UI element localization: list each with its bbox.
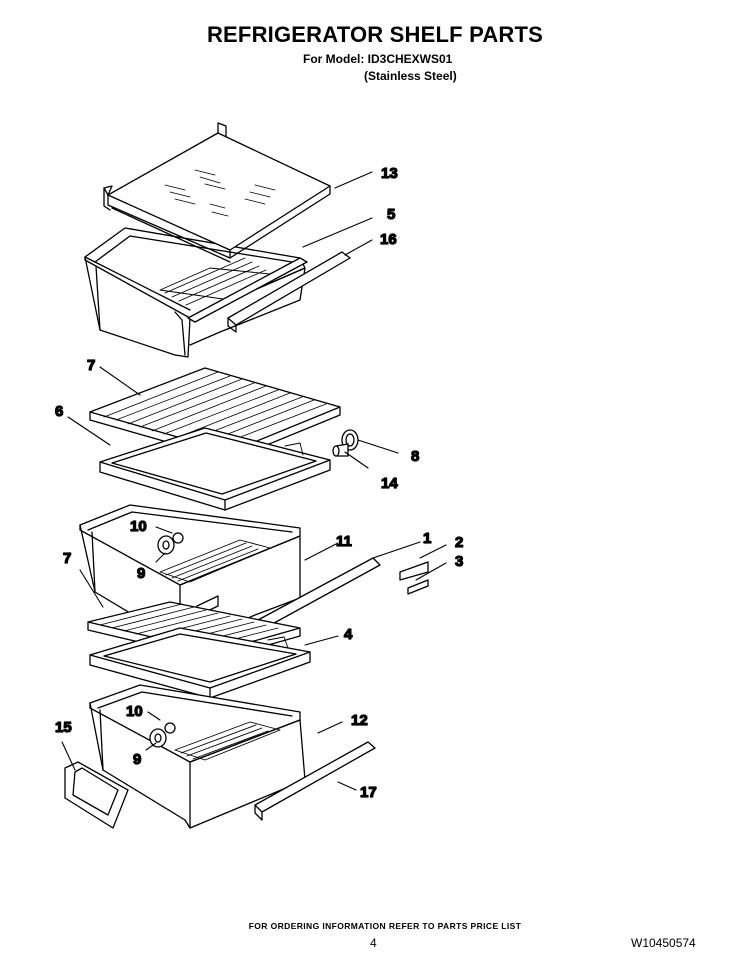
middle-pan-handle — [257, 557, 381, 629]
callout-17: 17 — [360, 784, 377, 801]
crisper-handle — [227, 251, 351, 326]
bottom-pan-handle — [254, 741, 376, 813]
callout-11: 11 — [336, 533, 352, 550]
callout-6: 6 — [55, 403, 63, 420]
callout-13: 13 — [381, 165, 398, 182]
callout-10-lower: 10 — [126, 703, 143, 720]
callout-4: 4 — [344, 626, 353, 643]
trim-strip — [187, 257, 308, 323]
callout-5: 5 — [387, 206, 395, 223]
callout-7-upper: 7 — [87, 357, 95, 374]
callout-12: 12 — [351, 712, 368, 729]
lower-shelf-frame — [89, 627, 311, 699]
callout-14: 14 — [381, 475, 398, 492]
handle-bracket — [399, 561, 429, 595]
label-card — [64, 761, 129, 829]
page-title: REFRIGERATOR SHELF PARTS — [206, 22, 544, 47]
model-variant: (Stainless Steel) — [364, 69, 457, 83]
callout-15: 15 — [55, 719, 72, 736]
model-number: For Model: ID3CHEXWS01 — [303, 52, 453, 66]
callout-10-upper: 10 — [130, 518, 147, 535]
upper-shelf-frame — [99, 427, 331, 511]
glass-shelf-cover — [103, 122, 331, 263]
ordering-note: FOR ORDERING INFORMATION REFER TO PARTS … — [248, 921, 522, 931]
top-crisper-assembly — [84, 122, 351, 358]
bottom-crisper-pan — [89, 684, 306, 829]
document-number: W10450574 — [631, 936, 696, 950]
callout-2: 2 — [455, 534, 463, 551]
page-number: 4 — [370, 936, 377, 950]
leader-lines — [61, 171, 447, 791]
callout-9-lower: 9 — [133, 751, 141, 768]
callout-16: 16 — [380, 231, 397, 248]
top-crisper-pan — [84, 227, 306, 358]
callout-8: 8 — [411, 448, 419, 465]
callout-3: 3 — [455, 553, 463, 570]
callout-1: 1 — [423, 530, 431, 547]
shelf-clip-parts — [332, 429, 359, 457]
callout-numbers: 13 5 16 7 6 8 14 10 9 11 1 2 3 7 4 15 10… — [54, 164, 464, 801]
callout-9-upper: 9 — [137, 565, 145, 582]
callout-7-lower: 7 — [63, 550, 71, 567]
